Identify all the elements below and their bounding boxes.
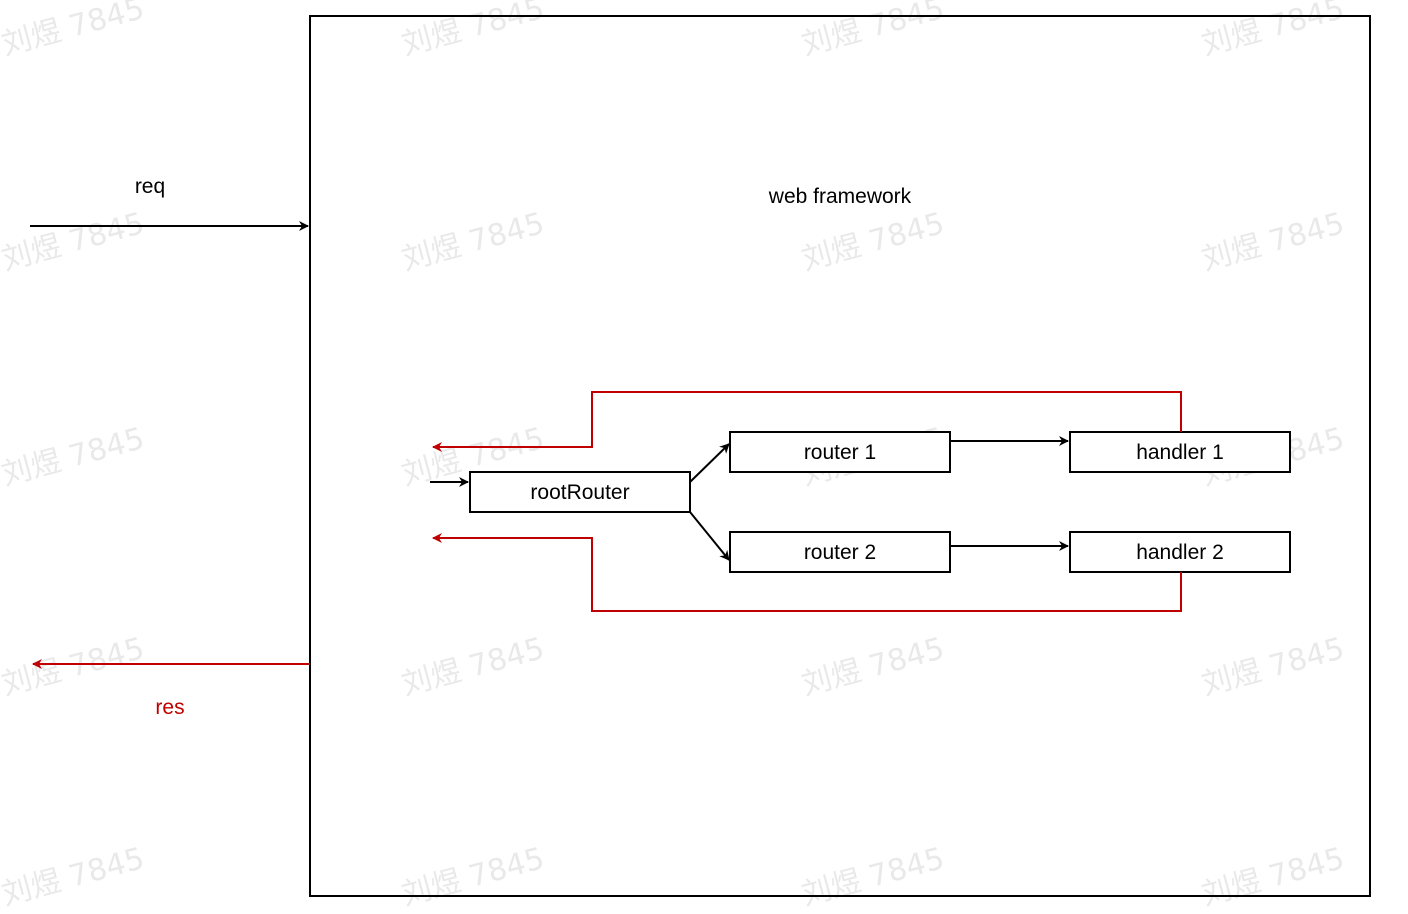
router-2-node: router 2 <box>729 531 951 573</box>
watermark-text: 刘煜 7845 <box>1198 0 1348 63</box>
watermark-text: 刘煜 7845 <box>398 631 548 703</box>
handler1-return-path <box>432 391 1182 452</box>
watermark-text: 刘煜 7845 <box>0 631 148 703</box>
watermark-text: 刘煜 7845 <box>1198 206 1348 278</box>
handler2-return-path <box>432 533 1182 612</box>
handler-1-label: handler 1 <box>1136 441 1224 464</box>
router-2-label: router 2 <box>804 541 876 564</box>
web-framework-label: web framework <box>768 185 912 208</box>
router-1-label: router 1 <box>804 441 876 464</box>
handler-2-label: handler 2 <box>1136 541 1224 564</box>
watermark-text: 刘煜 7845 <box>0 0 148 63</box>
root-router-node: rootRouter <box>469 471 691 513</box>
root-to-router1-arrow <box>689 443 730 483</box>
watermark-text: 刘煜 7845 <box>798 0 948 63</box>
watermark-text: 刘煜 7845 <box>0 206 148 278</box>
watermark-text: 刘煜 7845 <box>398 841 548 913</box>
watermark-text: 刘煜 7845 <box>798 841 948 913</box>
router-1-node: router 1 <box>729 431 951 473</box>
root-to-router2-arrow <box>689 511 730 561</box>
watermark-text: 刘煜 7845 <box>0 421 148 493</box>
response-label: res <box>155 696 184 719</box>
watermark-text: 刘煜 7845 <box>1198 631 1348 703</box>
root-router-label: rootRouter <box>530 481 629 504</box>
request-label: req <box>135 175 165 198</box>
web-framework-box <box>309 15 1371 897</box>
watermark-text: 刘煜 7845 <box>1198 841 1348 913</box>
handler-2-node: handler 2 <box>1069 531 1291 573</box>
watermark-text: 刘煜 7845 <box>798 631 948 703</box>
handler-1-node: handler 1 <box>1069 431 1291 473</box>
watermark-text: 刘煜 7845 <box>398 0 548 63</box>
watermark-text: 刘煜 7845 <box>798 206 948 278</box>
watermark-text: 刘煜 7845 <box>0 841 148 913</box>
watermark-text: 刘煜 7845 <box>398 206 548 278</box>
